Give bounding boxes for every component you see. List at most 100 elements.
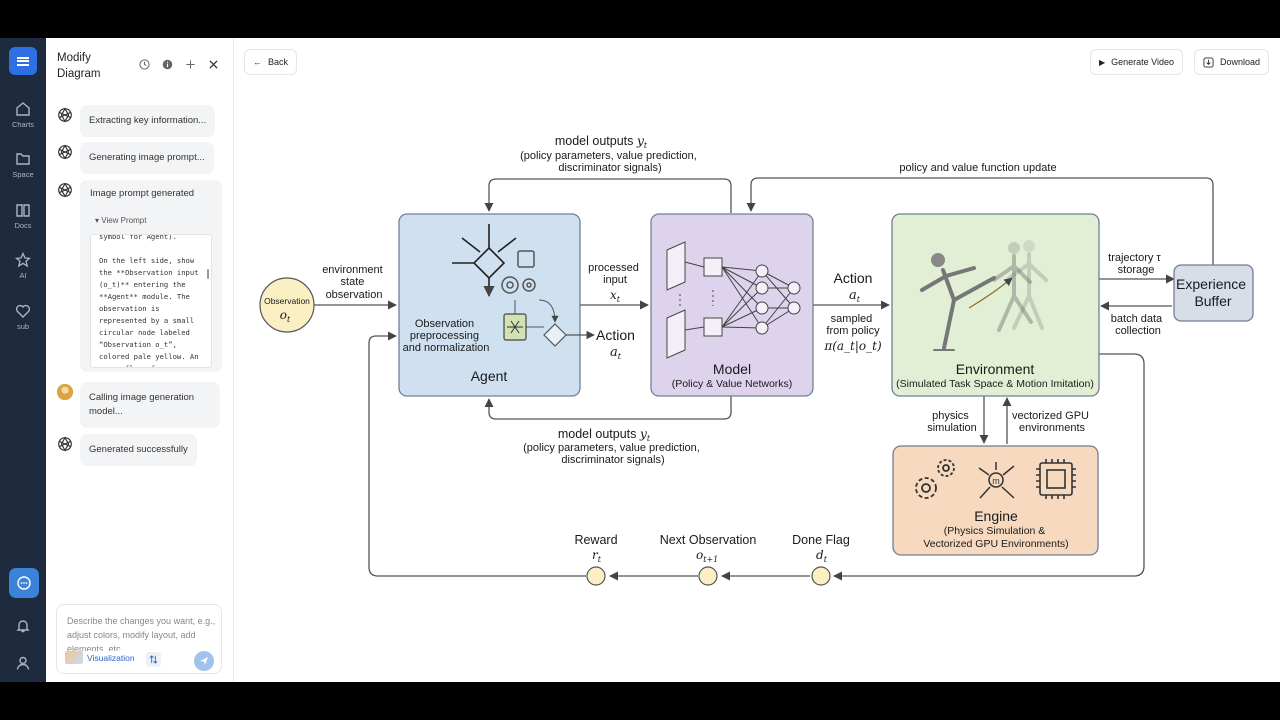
download-button[interactable]: Download xyxy=(1194,49,1270,75)
chat-input[interactable]: Describe the changes you want, e.g., adj… xyxy=(56,604,222,674)
back-label: Back xyxy=(268,57,289,67)
openai-icon xyxy=(58,182,72,198)
info-icon[interactable] xyxy=(161,58,174,71)
next-obs-sym: ot+1 xyxy=(696,548,718,564)
openai-icon xyxy=(58,107,72,123)
star-icon xyxy=(15,252,31,268)
agent-inner-arrows xyxy=(514,299,555,327)
rail-item-ai[interactable]: AI xyxy=(0,252,46,280)
book-icon xyxy=(16,204,30,217)
processed-sym: xt xyxy=(610,288,621,304)
chat-panel: Modify Diagram Extracting key informatio… xyxy=(46,38,234,682)
list-item: Generated successfully xyxy=(56,434,197,466)
visualization-thumbnail xyxy=(65,651,83,664)
history-icon[interactable] xyxy=(138,58,151,71)
view-prompt-label: View Prompt xyxy=(101,216,147,225)
agent-inputs-icon xyxy=(452,224,517,296)
processed-label: processed input xyxy=(588,262,642,286)
openai-icon xyxy=(58,144,72,160)
shuffle-icon xyxy=(507,320,523,334)
physics-label: physics simulation xyxy=(927,410,977,434)
bottom-outputs-desc: (policy parameters, value prediction, di… xyxy=(523,442,703,466)
observation-node xyxy=(259,277,315,333)
gear-icon xyxy=(501,250,536,294)
prompt-text-box[interactable]: symbol for Agent). On the left side, sho… xyxy=(90,234,212,368)
generate-video-button[interactable]: ▶Generate Video xyxy=(1090,49,1184,75)
decision-icon xyxy=(543,323,567,347)
humanoid-figure-icon xyxy=(920,240,1048,351)
env-obs-label: environment state observation xyxy=(322,264,386,301)
panel-title: Modify Diagram xyxy=(57,52,101,80)
rail-label: Space xyxy=(12,170,34,179)
back-button[interactable]: ← Back xyxy=(244,49,298,75)
arrow-top-outputs xyxy=(484,178,732,213)
bottom-outputs-title: model outputs yt xyxy=(558,426,651,443)
app-window: Charts Space Docs AI sub Modify Diagr xyxy=(0,38,1280,682)
download-label: Download xyxy=(1220,57,1261,67)
policy-formula: π(a_t|o_t) xyxy=(823,339,882,353)
vgpu-label: vectorized GPU environments xyxy=(1012,410,1092,434)
trajectory-label: trajectory τ storage xyxy=(1108,252,1164,276)
generate-video-label: Generate Video xyxy=(1111,57,1175,67)
rail-item-charts[interactable]: Charts xyxy=(0,101,46,129)
message-bubble: Extracting key information... xyxy=(80,105,216,137)
svg-text:m: m xyxy=(992,476,1000,486)
batch-label: batch data collection xyxy=(1111,313,1165,337)
app-logo-icon[interactable] xyxy=(9,47,37,75)
model-title: Model xyxy=(713,361,751,377)
experience-buffer-box xyxy=(1173,264,1254,322)
arrow-bottom-outputs xyxy=(484,396,732,420)
scrollbar[interactable] xyxy=(207,269,209,279)
home-icon xyxy=(16,102,30,116)
list-item: Calling image generation model... xyxy=(56,382,220,428)
gears-icon xyxy=(915,459,955,499)
visualization-chip[interactable]: Visualization xyxy=(65,651,135,664)
motion-model-icon: m xyxy=(978,462,1015,499)
chat-input-placeholder: Describe the changes you want, e.g., adj… xyxy=(67,616,216,654)
rail-label: Docs xyxy=(14,221,32,230)
download-icon xyxy=(1203,56,1214,68)
message-bubble: Generated successfully xyxy=(80,434,197,466)
view-prompt-toggle[interactable]: ▾ View Prompt xyxy=(95,216,146,225)
rail-label: sub xyxy=(16,322,30,331)
add-icon[interactable] xyxy=(184,58,197,71)
neural-net-icon xyxy=(666,241,801,359)
message-bubble: Calling image generation model... xyxy=(80,382,220,428)
close-icon[interactable] xyxy=(207,58,220,71)
rail-item-space[interactable]: Space xyxy=(0,151,46,179)
done-flag-sym: dt xyxy=(816,548,828,564)
arrow-pv-update xyxy=(746,177,1214,265)
send-icon xyxy=(200,657,208,665)
top-outputs-title: model outputs yt xyxy=(555,133,648,150)
main-canvas: ← Back ▶Generate Video Download xyxy=(234,38,1280,682)
arrow-engine-done xyxy=(833,353,1145,581)
rail-item-sub[interactable]: sub xyxy=(0,303,46,331)
observation-sym: ot xyxy=(280,308,291,324)
rail-item-docs[interactable]: Docs xyxy=(0,202,46,230)
arrow-left-icon: ← xyxy=(253,57,262,67)
agent-title: Agent xyxy=(471,368,508,384)
environment-title: Environment xyxy=(956,361,1035,377)
reward-node xyxy=(586,566,606,586)
cpu-chip-icon xyxy=(1036,459,1076,499)
prompt-card: Image prompt generated ▾ View Prompt sym… xyxy=(80,180,222,372)
heart-icon xyxy=(15,304,31,318)
observation-label: Observation xyxy=(264,296,310,306)
user-icon[interactable] xyxy=(15,655,31,676)
message-text: Image prompt generated xyxy=(90,188,195,199)
environment-subtitle: (Simulated Task Space & Motion Imitation… xyxy=(896,378,1094,390)
bot-avatar-icon xyxy=(56,383,74,401)
model-action-label: Action xyxy=(834,270,873,286)
caret-down-icon: ▾ xyxy=(95,216,102,225)
bell-icon[interactable] xyxy=(15,618,31,639)
agent-action-label: Action xyxy=(596,327,635,343)
chat-button[interactable] xyxy=(9,568,39,598)
swap-icon[interactable] xyxy=(146,652,161,667)
rail-label: AI xyxy=(19,271,27,280)
engine-title: Engine xyxy=(974,508,1018,524)
arrow-reward-agent xyxy=(368,331,586,577)
sampled-label: sampled from policy xyxy=(826,313,880,337)
reward-label: Reward xyxy=(574,533,617,547)
chat-icon xyxy=(17,576,31,590)
send-button[interactable] xyxy=(194,651,214,671)
